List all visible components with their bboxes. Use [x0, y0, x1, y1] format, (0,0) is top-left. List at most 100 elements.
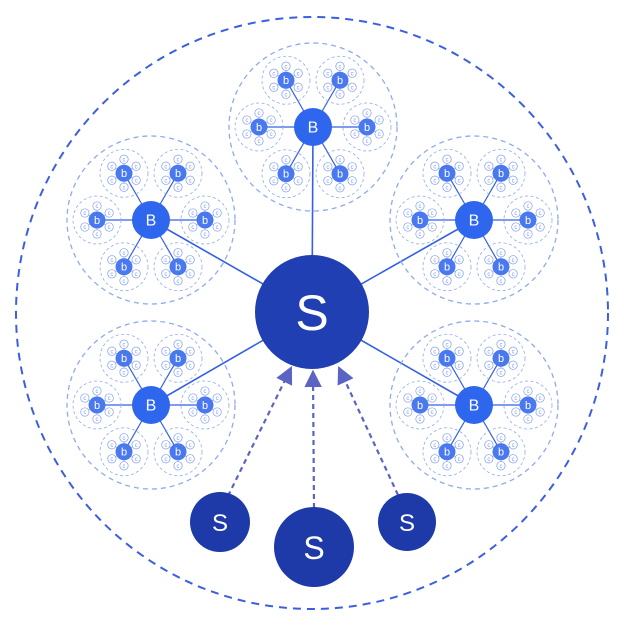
leaf-node-label: c [512, 457, 515, 463]
leaf-node [347, 176, 357, 186]
leaf-node-label: c [164, 258, 167, 264]
leaf-node [362, 108, 372, 118]
leaf-node [335, 89, 345, 99]
leaf-node [347, 82, 357, 92]
leaf-node [350, 129, 360, 139]
leaf-node [281, 61, 291, 71]
mid-node-label: b [498, 168, 504, 180]
leaf-node-label: c [123, 436, 126, 442]
leaf-node [80, 407, 90, 417]
leaf-node [496, 461, 506, 471]
leaf-node-label: c [135, 457, 138, 463]
leaf-node-label: c [500, 342, 503, 348]
leaf-node-label: c [514, 211, 517, 217]
leaf-node-label: c [514, 225, 517, 231]
leaf-node-label: c [164, 178, 167, 184]
leaf-node [484, 346, 494, 356]
leaf-node [161, 360, 171, 370]
leaf-node-label: c [83, 396, 86, 402]
leaf-node [80, 393, 90, 403]
mid-node-label: b [498, 447, 504, 459]
mid-node [115, 349, 133, 367]
leaf-node-label: c [83, 225, 86, 231]
leaf-node [496, 339, 506, 349]
leaf-node-label: c [108, 225, 111, 231]
leaf-node [212, 222, 222, 232]
leaf-node-label: c [110, 164, 113, 170]
mid-node-label: b [121, 168, 127, 180]
leaf-node-label: c [406, 410, 409, 416]
leaf-node-label: c [108, 396, 111, 402]
leaf-node-label: c [164, 457, 167, 463]
leaf-node [442, 182, 452, 192]
mid-node [277, 165, 295, 183]
leaf-node-label: c [272, 85, 275, 91]
mid-boundary [99, 333, 149, 383]
leaf-node-label: c [297, 85, 300, 91]
leaf-node-label: c [135, 258, 138, 264]
mid-boundary [503, 195, 553, 245]
leaf-node-label: c [458, 443, 461, 449]
leaf-node-label: c [351, 85, 354, 91]
leaf-node [185, 360, 195, 370]
leaf-node [107, 175, 117, 185]
leaf-node-label: c [433, 272, 436, 278]
leaf-node [161, 175, 171, 185]
leaf-node [508, 440, 518, 450]
leaf-node-label: c [514, 410, 517, 416]
mid-node-label: b [337, 75, 343, 87]
leaf-node [119, 461, 129, 471]
leaf-node-label: c [245, 132, 248, 138]
leaf-node [92, 386, 102, 396]
leaf-node [185, 175, 195, 185]
leaf-node-label: c [487, 457, 490, 463]
leaf-node-label: c [339, 186, 342, 192]
leaf-node [523, 386, 533, 396]
leaf-node-label: c [487, 443, 490, 449]
leaf-node-label: c [512, 363, 515, 369]
leaf-node-label: c [204, 232, 207, 238]
leaf-node-label: c [258, 111, 261, 117]
leaf-node-label: c [110, 349, 113, 355]
leaf-node-label: c [458, 258, 461, 264]
leaf-node-label: c [272, 165, 275, 171]
mid-boundary [180, 380, 230, 430]
leaf-node-label: c [191, 410, 194, 416]
leaf-node [454, 255, 464, 265]
leaf-node [403, 407, 413, 417]
mid-node [492, 349, 510, 367]
mid-node-label: b [202, 400, 208, 412]
leaf-node [200, 201, 210, 211]
leaf-node [80, 222, 90, 232]
mid-node-label: b [444, 262, 450, 274]
hub-node [455, 201, 493, 239]
incoming-arrows [227, 366, 399, 509]
mid-node [88, 396, 106, 414]
leaf-node-label: c [500, 464, 503, 470]
leaf-node [173, 182, 183, 192]
mid-node-label: b [364, 122, 370, 134]
mid-node-label: b [525, 215, 531, 227]
leaf-node [281, 183, 291, 193]
satellite-node-label: S [212, 510, 228, 537]
leaf-node-label: c [431, 225, 434, 231]
leaf-node [374, 129, 384, 139]
leaf-node-label: c [285, 158, 288, 164]
leaf-node-label: c [216, 410, 219, 416]
leaf-node-label: c [191, 396, 194, 402]
leaf-node-label: c [431, 410, 434, 416]
leaf-node [484, 454, 494, 464]
leaf-node [427, 222, 437, 232]
hub-node [294, 108, 332, 146]
leaf-node [92, 414, 102, 424]
leaf-node [80, 208, 90, 218]
leaf-node [119, 248, 129, 258]
leaf-node-label: c [500, 185, 503, 191]
leaf-node [119, 367, 129, 377]
leaf-node [269, 68, 279, 78]
leaf-node-label: c [96, 389, 99, 395]
mid-node-label: b [121, 447, 127, 459]
leaf-node-label: c [135, 349, 138, 355]
leaf-node-label: c [446, 436, 449, 442]
leaf-node [508, 175, 518, 185]
